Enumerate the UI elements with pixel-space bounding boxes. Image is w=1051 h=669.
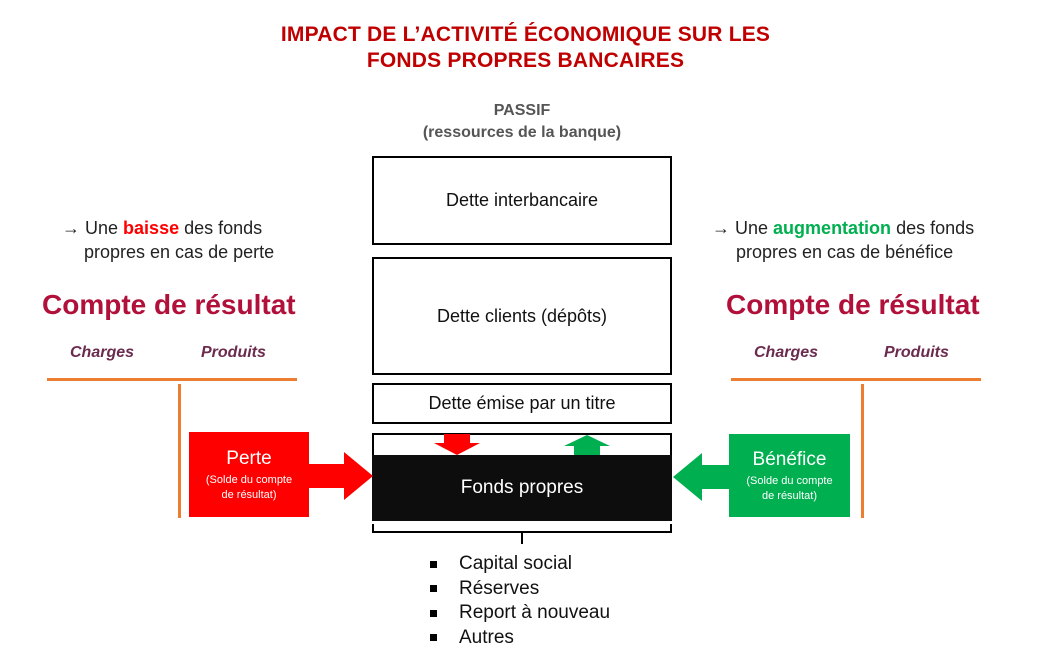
- loss-arrow-icon: [308, 452, 373, 500]
- right-note-after: des fonds: [891, 218, 975, 238]
- right-note-arrow-icon: →: [712, 218, 730, 238]
- loss-badge-title: Perte: [226, 447, 272, 469]
- bullet-icon: [430, 585, 437, 593]
- left-note-after: des fonds: [179, 218, 263, 238]
- left-account-hline: [47, 378, 297, 381]
- profit-badge: Bénéfice (Solde du compte de résultat): [729, 434, 850, 517]
- right-account-hline: [731, 378, 981, 381]
- left-account-title: Compte de résultat: [42, 289, 296, 320]
- box-dette-titre-label: Dette émise par un titre: [428, 393, 616, 413]
- box-fonds-propres-label: Fonds propres: [460, 477, 584, 498]
- right-note: → Une augmentation des fonds propres en …: [712, 216, 974, 264]
- left-note-arrow-icon: →: [62, 218, 80, 238]
- box-dette-clients-label: Dette clients (dépôts): [436, 305, 608, 326]
- bullet-icon: [430, 560, 437, 568]
- title-line-1: IMPACT DE L’ACTIVITÉ ÉCONOMIQUE SUR LES: [280, 23, 771, 46]
- passif-sublabel: (ressources de la banque): [422, 124, 622, 141]
- right-account-vline: [861, 384, 864, 518]
- list-item: Capital social: [430, 552, 610, 577]
- title-line-2: FONDS PROPRES BANCAIRES: [366, 49, 685, 72]
- components-list: Capital social Réserves Report à nouveau…: [430, 552, 610, 650]
- loss-badge: Perte (Solde du compte de résultat): [189, 432, 309, 517]
- list-item: Réserves: [430, 577, 610, 602]
- passif-label: PASSIF: [493, 102, 551, 119]
- right-account-title: Compte de résultat: [726, 289, 980, 320]
- loss-badge-sub-2: de résultat): [221, 488, 277, 501]
- profit-badge-sub-2: de résultat): [761, 489, 818, 502]
- box-dette-titre: Dette émise par un titre: [372, 383, 672, 424]
- right-note-before: Une: [735, 218, 774, 238]
- right-note-line2: propres en cas de bénéfice: [736, 242, 954, 262]
- right-col-charges: Charges: [754, 344, 819, 361]
- decrease-arrow-icon: [434, 434, 480, 455]
- list-item: Autres: [430, 626, 610, 651]
- box-fonds-propres: Fonds propres: [372, 455, 672, 521]
- right-note-keyword: augmentation: [773, 218, 892, 238]
- increase-arrow-icon: [564, 435, 610, 455]
- fonds-propres-brace-icon: [372, 524, 672, 544]
- profit-arrow-icon: [673, 453, 731, 501]
- box-dette-interbancaire-label: Dette interbancaire: [445, 190, 599, 210]
- bullet-icon: [430, 634, 437, 642]
- profit-badge-sub-1: (Solde du compte: [746, 474, 833, 487]
- left-note-keyword: baisse: [123, 218, 180, 238]
- bullet-icon: [430, 609, 437, 617]
- loss-badge-sub-1: (Solde du compte: [205, 473, 293, 486]
- box-dette-clients: Dette clients (dépôts): [372, 257, 672, 375]
- passif-header: PASSIF (ressources de la banque): [372, 100, 672, 144]
- list-item: Report à nouveau: [430, 601, 610, 626]
- box-dette-interbancaire: Dette interbancaire: [372, 156, 672, 245]
- left-col-charges: Charges: [70, 344, 135, 361]
- left-note-before: Une: [85, 218, 124, 238]
- profit-badge-title: Bénéfice: [752, 448, 827, 470]
- left-col-produits: Produits: [201, 344, 266, 361]
- left-note-line2: propres en cas de perte: [84, 242, 275, 262]
- left-account-vline: [178, 384, 181, 518]
- right-col-produits: Produits: [884, 344, 949, 361]
- left-note: → Une baisse des fonds propres en cas de…: [62, 216, 274, 264]
- page-title: IMPACT DE L’ACTIVITÉ ÉCONOMIQUE SUR LES …: [0, 22, 1051, 74]
